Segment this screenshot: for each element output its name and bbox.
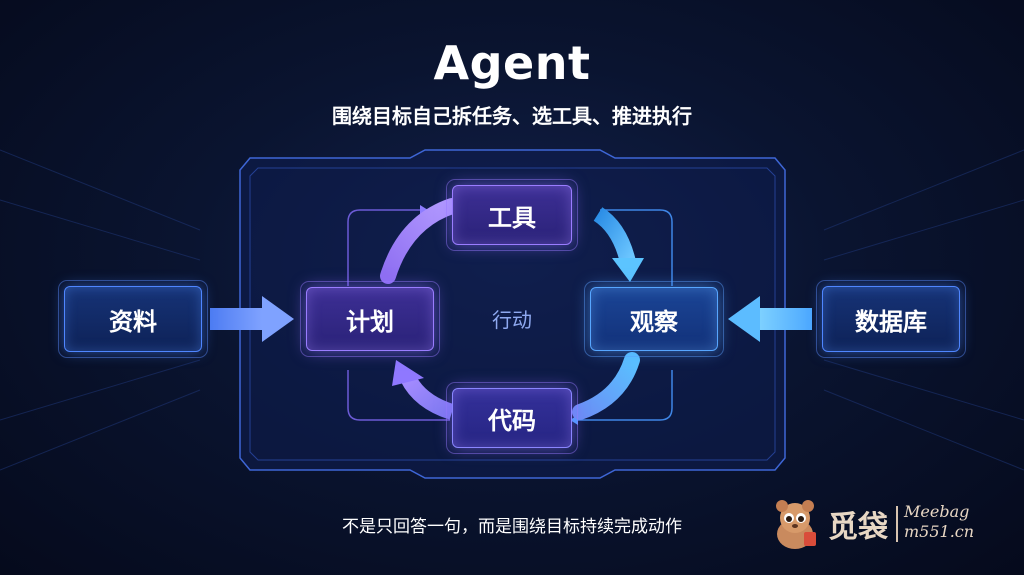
center-action-label: 行动: [492, 308, 532, 332]
logo-url-text: m551.cn: [904, 522, 975, 541]
node-code-label: 代码: [488, 406, 536, 435]
node-materials: 资料: [58, 280, 208, 358]
node-tool: 工具: [446, 179, 578, 251]
bottom-caption: 不是只回答一句，而是围绕目标持续完成动作: [342, 517, 682, 537]
node-code: 代码: [446, 382, 578, 454]
node-database: 数据库: [816, 280, 966, 358]
page-subtitle: 围绕目标自己拆任务、选工具、推进执行: [332, 104, 692, 128]
node-observe-label: 观察: [630, 307, 678, 336]
mascot-icon: [776, 500, 816, 549]
logo-divider: [896, 506, 898, 542]
logo-cn-text: 觅袋: [828, 510, 888, 545]
logo-en-text: Meebag: [904, 502, 970, 521]
page-title: Agent: [433, 36, 591, 90]
node-plan-label: 计划: [346, 307, 394, 336]
node-plan: 计划: [300, 281, 440, 357]
node-observe: 观察: [584, 281, 724, 357]
node-materials-label: 资料: [109, 307, 157, 336]
node-tool-label: 工具: [488, 203, 536, 232]
brand-logo: 觅袋 Meebag m551.cn: [768, 494, 988, 554]
node-database-label: 数据库: [855, 307, 927, 336]
